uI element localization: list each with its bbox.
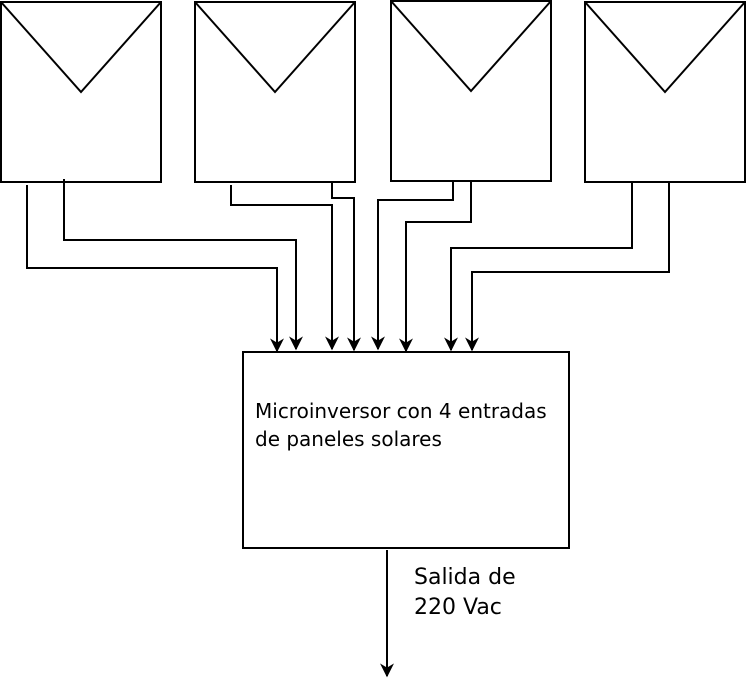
wire-2 (63, 179, 303, 351)
wire-4 (331, 182, 361, 352)
wire-3 (230, 185, 339, 351)
solar-panel-4 (584, 1, 746, 183)
wire-8 (465, 182, 670, 352)
wire-7 (444, 182, 633, 352)
wire-1 (26, 185, 284, 353)
output-label-line2: 220 Vac (414, 595, 502, 620)
output-label-line1: Salida de (414, 565, 516, 590)
microinverter-label-line1: Microinversor con 4 entradas (255, 399, 547, 423)
solar-panel-3 (390, 0, 552, 182)
microinverter-label-line2: de paneles solares (255, 427, 442, 451)
solar-panel-2 (194, 1, 356, 183)
output-label: Salida de 220 Vac (414, 563, 516, 623)
solar-panel-1 (0, 1, 162, 183)
microinverter-label: Microinversor con 4 entradas de paneles … (255, 397, 547, 453)
wire-6 (399, 181, 472, 353)
wire-5 (371, 182, 454, 351)
